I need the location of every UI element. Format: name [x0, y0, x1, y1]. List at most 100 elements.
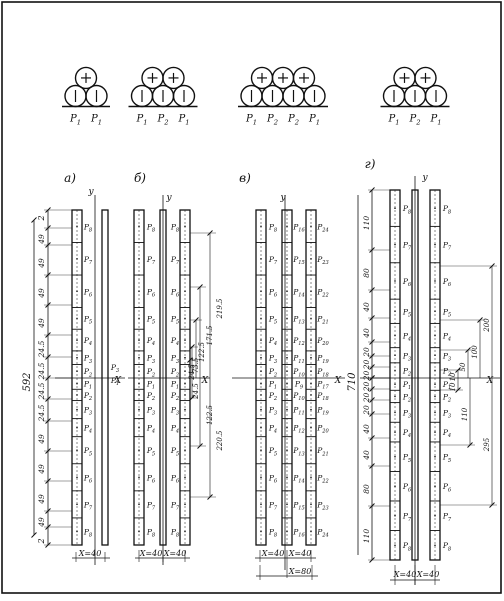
y-axis-label: y [279, 193, 286, 203]
dim-value: 110 [461, 407, 469, 421]
x-distance: X=40 [78, 549, 102, 558]
rivet-dot [394, 395, 396, 398]
plate-label: P3 [442, 408, 451, 419]
plate-label: P2 [146, 367, 155, 378]
rivet-dot [138, 476, 140, 479]
plate-label: P5 [83, 314, 92, 325]
plate-label: P6 [268, 287, 278, 298]
plate-label: P6 [402, 482, 412, 493]
single-bar [101, 209, 109, 546]
rivet-dot [184, 503, 186, 506]
plate-label: P3 [170, 406, 179, 417]
panel-label: г) [365, 157, 376, 171]
plate-label: P1 [146, 380, 155, 391]
plate-label: P8 [442, 541, 452, 552]
rivet-dot [310, 530, 312, 533]
plate-label: P3 [268, 354, 277, 365]
plate-label: P3 [402, 351, 411, 362]
plate-label: P1 [442, 380, 451, 391]
dim-tick [369, 247, 375, 253]
x-axis-label: X [334, 376, 342, 386]
rivet-dot [184, 382, 186, 385]
rivet-dot [286, 503, 288, 506]
rivet-dot [434, 514, 436, 517]
x-distance: X=80 [288, 567, 312, 576]
dim-value: 24.5 [37, 362, 46, 380]
plate-label: P18 [316, 367, 329, 378]
dim-tick [193, 317, 199, 323]
plate-label: P8 [442, 204, 452, 215]
plate-label: P17 [316, 380, 329, 391]
rivet-dot [286, 290, 288, 293]
rivet-dot [76, 382, 78, 385]
plate-label: P6 [442, 277, 452, 288]
plate-label: P7 [146, 255, 156, 266]
dim-value: 24.5 [37, 382, 46, 400]
dim-value: 49 [37, 234, 46, 245]
plate-label: P7 [83, 500, 93, 511]
dim-value: 171.5 [206, 325, 214, 346]
rivet-dot [394, 369, 396, 372]
plate-label: P3 [268, 406, 277, 417]
bar-3: P18P19P20P21P22P23P24P17P18P19P20P21P22P… [305, 209, 330, 546]
dim-value: 100 [471, 345, 479, 359]
rivet-dot [138, 503, 140, 506]
rivet-dot [260, 317, 262, 320]
dim-value: 295 [483, 437, 491, 452]
dim-tick [369, 397, 375, 403]
rivet-dot [260, 449, 262, 452]
rivet-dot [434, 485, 436, 488]
dim-value: 110 [362, 529, 371, 544]
dim-tick [45, 508, 51, 514]
bar-2: P10P11P12P13P14P15P16P9P10P11P12P13P14P1… [281, 209, 306, 546]
plate-label: P3 [402, 408, 411, 419]
dim-value: 49 [37, 434, 46, 445]
dim-value: 80 [362, 484, 371, 494]
dim-value: 24.5 [192, 383, 200, 400]
dim-tick [45, 332, 51, 338]
rivet-dot [260, 394, 262, 396]
force-label: P1 [387, 114, 399, 127]
dim-tick [189, 395, 195, 401]
plate-label: P4 [170, 336, 179, 347]
dim-value: 122.5 [198, 341, 206, 362]
dim-value: 20 [362, 405, 371, 416]
dim-tick [187, 357, 193, 363]
dim-tick [45, 302, 51, 308]
plate-label: P3 [83, 354, 92, 365]
rivet-dot [138, 530, 140, 533]
rivet-dot [76, 408, 78, 411]
rivet-dot [138, 370, 140, 373]
plate-label: P5 [402, 307, 411, 318]
rivet-dot [394, 280, 396, 282]
rivet-dot [394, 354, 396, 357]
rivet-dot [76, 317, 78, 320]
plate-label: P23 [316, 255, 329, 266]
plate-label: P5 [83, 446, 92, 457]
dim-value: 20 [362, 347, 371, 358]
rivet-dot [138, 426, 140, 429]
dim-tick [369, 287, 375, 293]
plate-label: P7 [402, 512, 412, 523]
plate-label: P7 [442, 512, 452, 523]
dim-tick [369, 463, 375, 469]
plate-label: P4 [402, 428, 411, 439]
rivet-dot [434, 411, 436, 414]
x-axis-label: X [486, 376, 494, 386]
plate-label: P7 [268, 255, 278, 266]
plate-label: P15 [292, 255, 305, 266]
rivet-dot [286, 356, 288, 359]
plate-label: P5 [442, 453, 451, 464]
dim-tick [45, 242, 51, 248]
dim-value: 50 [459, 362, 467, 371]
plate-label: P3 [146, 406, 155, 417]
dim-tick [369, 435, 375, 441]
plate-label: P7 [170, 500, 180, 511]
plate-label: P5 [402, 453, 411, 464]
dim-tick [489, 263, 495, 269]
plate-label: P2 [83, 391, 92, 402]
dim-tick [369, 339, 375, 345]
